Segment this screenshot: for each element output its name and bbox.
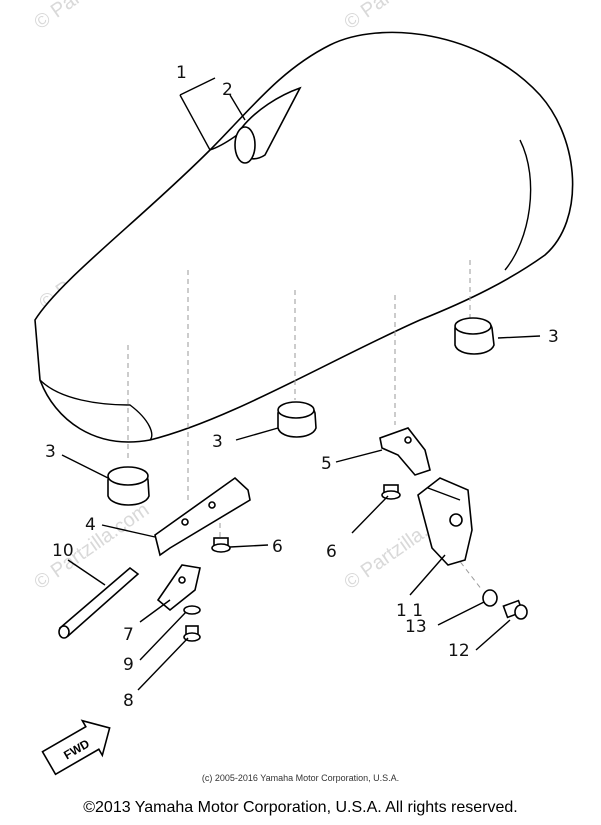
callout-13: 13	[405, 617, 427, 637]
washer	[183, 605, 201, 615]
watermark: © Partzilla.com	[30, 0, 153, 34]
footer-copyright: ©2013 Yamaha Motor Corporation, U.S.A. A…	[83, 799, 518, 816]
callout-8: 8	[123, 691, 134, 711]
callout-12: 12	[448, 641, 470, 661]
bracket-front	[154, 476, 251, 557]
callout-labels: 1 2 3 3 3 4 5 6 6 10 7 9 8 1 1 13 12	[45, 63, 559, 711]
callout-10: 10	[52, 541, 74, 561]
callout-1: 1	[176, 63, 187, 83]
watermark: © Partzilla.com	[30, 499, 153, 594]
callout-6: 6	[326, 542, 337, 562]
callout-9: 9	[123, 655, 134, 675]
watermark: © Partzilla.com	[340, 0, 463, 34]
callout-2: 2	[222, 80, 233, 100]
bracket-hinge	[379, 427, 431, 476]
callout-6: 6	[272, 537, 283, 557]
damper-center	[277, 401, 317, 438]
damper-left	[107, 466, 150, 506]
callout-7: 7	[123, 625, 134, 645]
damper-right	[454, 317, 495, 355]
small-copyright: (c) 2005-2016 Yamaha Motor Corporation, …	[201, 773, 400, 783]
washer-lock	[482, 589, 498, 607]
leader-lines	[61, 77, 541, 691]
seat	[34, 31, 574, 443]
callout-3: 3	[548, 327, 559, 347]
shaft	[58, 566, 140, 639]
plate	[156, 564, 201, 612]
callout-11: 1 1	[396, 601, 423, 621]
callout-4: 4	[85, 515, 96, 535]
seat-cover-flap	[234, 86, 302, 164]
alignment-lines	[127, 260, 483, 591]
bolt-left	[211, 537, 231, 553]
bolt-right	[381, 484, 401, 500]
bolt-lock	[502, 599, 528, 620]
fwd-arrow: FWD	[41, 719, 111, 776]
callout-3: 3	[45, 442, 56, 462]
seat-lock	[417, 477, 473, 566]
callout-3: 3	[212, 432, 223, 452]
callout-5: 5	[321, 454, 332, 474]
